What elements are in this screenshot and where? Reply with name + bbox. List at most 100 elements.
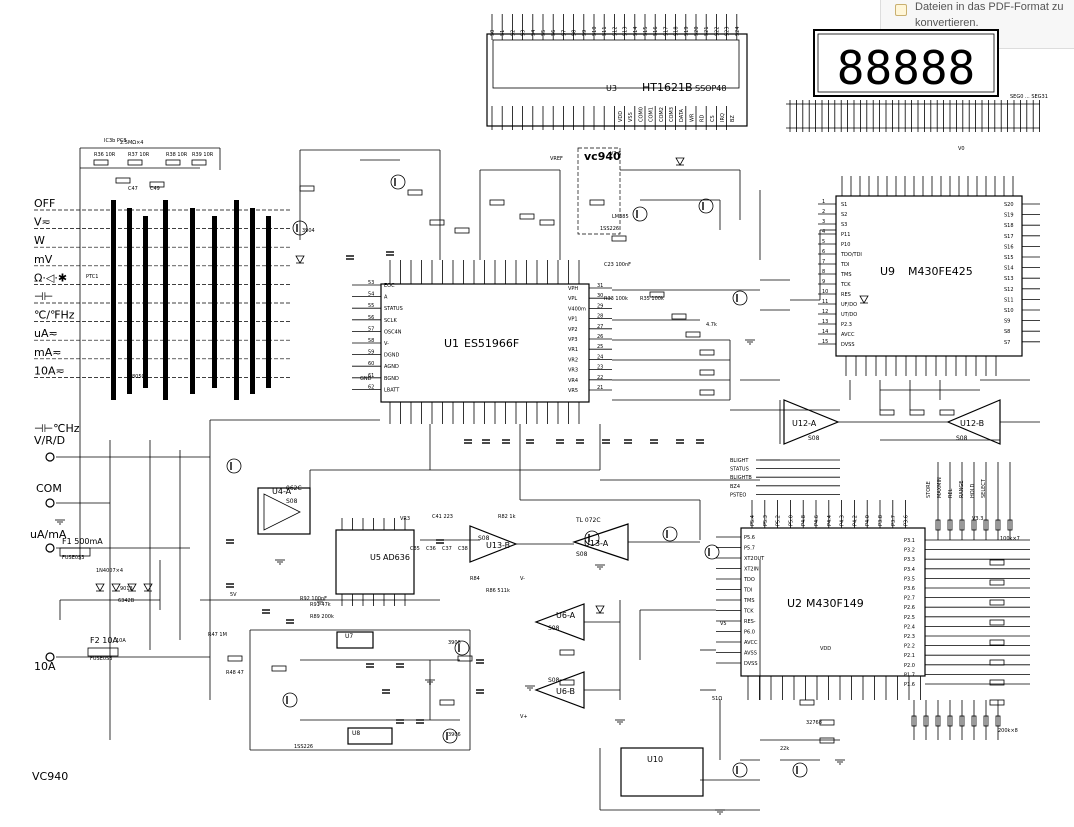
u5-label: U5 [370, 553, 381, 562]
u1-left-pin-label: EOC [384, 283, 395, 289]
resistor [989, 619, 1005, 626]
part-label: R47 1M [208, 632, 227, 638]
u1-left-pin-label: A [384, 295, 388, 301]
u12b-label: U12-B [960, 419, 984, 428]
terminal-com-label: COM [36, 482, 62, 495]
part-label: 3904 [302, 228, 315, 234]
part-label: R37 10R [128, 152, 150, 158]
u3-bottom-pin-label: BZ [730, 115, 736, 122]
supply-label: VR3 [400, 516, 410, 522]
transistor [292, 220, 308, 236]
u9-left-pin-label: UF/DO [841, 302, 857, 308]
diode [127, 583, 137, 592]
u1-right-pin-number: 23 [597, 365, 603, 371]
resistor [559, 649, 575, 656]
resistor [923, 715, 929, 727]
resistor [959, 715, 965, 727]
resistor [611, 235, 627, 242]
u2-right-pin-label: P2.2 [904, 644, 915, 650]
mode-label: uA≂ [34, 327, 58, 340]
u3-top-pin-label: S14 [633, 26, 639, 36]
u1-right-pin-label: VP3 [568, 337, 578, 343]
resistor [649, 291, 665, 298]
u2-left-pin-label: AVCC [744, 640, 758, 646]
transistor [704, 544, 720, 560]
u1-ref: U1 [444, 337, 459, 350]
supply-label: VREF [550, 156, 563, 162]
diode [859, 295, 869, 304]
resistor [489, 199, 505, 206]
u1-left-pin-number: 59 [368, 350, 374, 356]
transistor [792, 762, 808, 778]
fuse1-name: FUSE0S3 [62, 555, 84, 561]
supply-label: VDD [820, 646, 831, 652]
u2-left-pin-label: TMS [743, 598, 755, 604]
u9-left-pin-label: S3 [841, 222, 847, 228]
u9-left-pin-label: S2 [841, 212, 847, 218]
resistor [559, 679, 575, 686]
u9-right-pin-label: S8 [1004, 329, 1010, 335]
u9-left-pin-label: TDO/TDI [840, 252, 862, 258]
resistor [457, 655, 473, 662]
u1-left-pin-number: 56 [368, 315, 374, 321]
u1-right-pin-number: 30 [597, 293, 603, 299]
resistor [989, 599, 1005, 606]
u3-bottom-pin-label: COM1 [649, 107, 655, 122]
u3-top-pin-label: S24 [735, 26, 741, 36]
part-label: R33 100k [604, 296, 628, 302]
u13b-label: U13-B [486, 541, 510, 550]
signal-label: BLIGHT [730, 458, 749, 464]
u1-left-pin-label: V- [384, 341, 389, 347]
supply-label: GND [360, 376, 372, 382]
u2-top-pin-label: P4.8 [801, 515, 807, 526]
diode [595, 605, 605, 614]
footer-model-label: VC940 [32, 770, 68, 783]
resistor [299, 185, 315, 192]
tooltip-line-2: konvertieren. [915, 17, 979, 29]
part-label: R89 200k [310, 614, 334, 620]
u2-right-pin-label: P1.6 [904, 682, 915, 688]
u9-left-pin-number: 2 [822, 209, 825, 215]
u1-bottom-pin-group [389, 402, 580, 424]
u1-left-pin-label: AGND [384, 364, 399, 370]
u2-left-pin-label: RES- [744, 619, 756, 625]
u3-ref: U3 [606, 84, 617, 93]
u9-right-pin-label: S19 [1004, 213, 1014, 219]
part-label: 1SS226 [294, 744, 313, 750]
u3-top-pin-label: S13 [623, 26, 629, 36]
u2-left-pin-label: TCK [743, 609, 754, 615]
u9-right-pin-label: S7 [1004, 340, 1010, 346]
signal-label: REL [948, 488, 954, 498]
resistor [93, 159, 109, 166]
u2-top-pin-label: P3.6 [904, 515, 910, 526]
resistor [149, 181, 165, 188]
u2-left-pin-label: AVSS [744, 651, 757, 657]
wiring [56, 147, 1040, 811]
u1-left-pin-number: 54 [368, 292, 374, 298]
u1-part: ES51966F [464, 337, 519, 350]
u9-left-pin-number: 5 [822, 239, 825, 245]
switch-contact-bar [266, 216, 271, 388]
u2-right-pin-label: P2.5 [904, 615, 915, 621]
signal-label: SELECT [981, 478, 987, 498]
part-label: C38 [458, 546, 468, 552]
diode [95, 583, 105, 592]
u3-top-pin-label: S2 [510, 30, 516, 36]
u9-left-pin-label: AVCC [841, 332, 855, 338]
u9-right-pin-label: S16 [1004, 244, 1014, 250]
u9-left-pin-number: 14 [822, 329, 828, 335]
resistor [959, 519, 965, 531]
info-icon [895, 4, 907, 16]
u10-chip: U10 [620, 747, 704, 797]
part-label: 6342B [118, 598, 135, 604]
resistor [671, 313, 687, 320]
resistor [995, 519, 1001, 531]
part-label: 100k×7 [1000, 536, 1020, 542]
lcd-display: 88888 SEG0 ... SEG31 [786, 29, 1048, 132]
u9-right-pin-label: S11 [1004, 297, 1014, 303]
u2-right-pin-label: P2.0 [904, 663, 915, 669]
u9-left-pin-label: P11 [841, 232, 850, 238]
ic-10a-label: 10A [116, 638, 126, 644]
